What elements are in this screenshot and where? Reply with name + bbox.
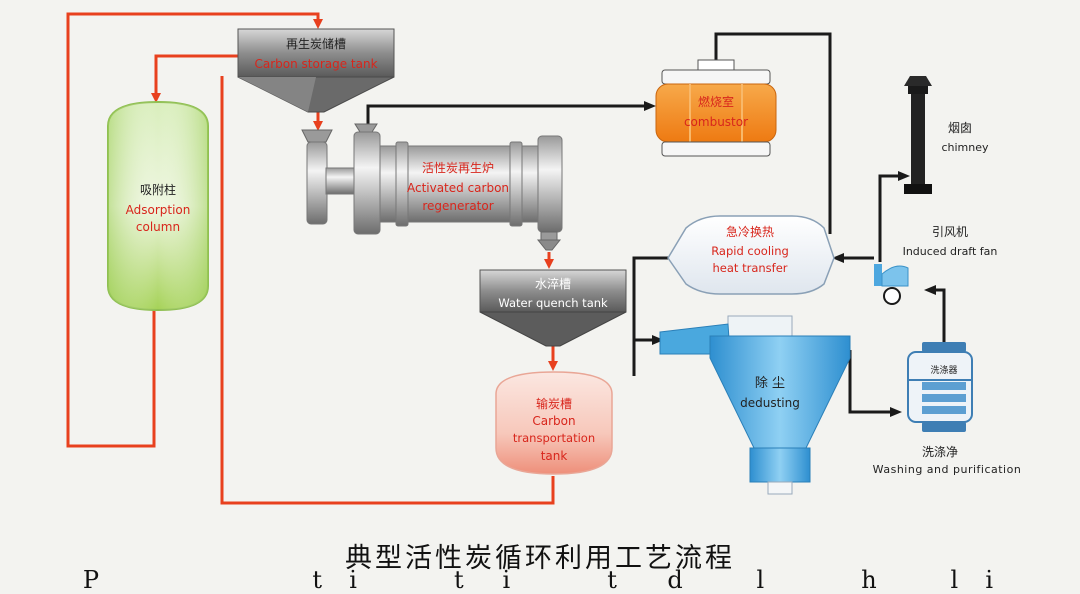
water-quench-tank — [479, 269, 627, 347]
carbon-transport-tank-en-3: tank — [540, 449, 568, 463]
regenerator — [301, 123, 563, 251]
regenerator-en-2: regenerator — [422, 199, 494, 213]
carbon-storage-tank-zh: 再生炭储槽 — [285, 37, 346, 51]
carbon-transport-tank — [495, 371, 613, 475]
dedusting-zh: 除 尘 — [754, 376, 786, 391]
combustor-en: combustor — [683, 115, 749, 129]
carbon-transport-tank-en-2: transportation — [512, 431, 596, 445]
carbon-transport-tank-zh: 输炭槽 — [535, 397, 572, 411]
carbon-transport-tank-en-1: Carbon — [532, 414, 576, 428]
arrow-fan-to-chimney — [878, 171, 910, 262]
regenerator-en-1: Activated carbon — [406, 181, 510, 195]
arrow-storage-to-column — [151, 54, 238, 103]
adsorption-column-zh: 吸附柱 — [139, 183, 176, 197]
washer-zh: 洗涤净 — [921, 445, 958, 459]
rapid-cooling-zh: 急冷换热 — [725, 225, 774, 239]
induced-draft-fan — [874, 264, 909, 305]
rapid-cooling-en-1: Rapid cooling — [711, 244, 789, 258]
arrow-washer-to-fan — [924, 285, 946, 346]
water-quench-tank-en: Water quench tank — [498, 296, 608, 310]
rapid-cooling-en-2: heat transfer — [712, 261, 788, 275]
adsorption-column-en-2: column — [135, 220, 181, 234]
dedusting-en: dedusting — [740, 396, 800, 410]
carbon-storage-tank — [237, 28, 395, 113]
arrow-transport-return — [220, 76, 555, 505]
adsorption-column-en-1: Adsorption — [125, 203, 191, 217]
draft-fan-en: Induced draft fan — [902, 245, 998, 258]
adsorption-column — [107, 100, 209, 312]
dedusting-unit — [659, 315, 851, 495]
line-cooling-to-bus — [632, 256, 668, 376]
arrow-regenerator-to-combustor — [366, 101, 656, 124]
chimney-zh: 烟囱 — [947, 121, 972, 135]
chimney-en: chimney — [941, 141, 989, 154]
diagram-caption-en: P t i t i t d l h l i — [82, 566, 998, 594]
combustor-zh: 燃烧室 — [697, 95, 734, 109]
regenerator-zh: 活性炭再生炉 — [421, 161, 494, 175]
chimney — [904, 76, 932, 194]
washer-unit — [907, 342, 973, 432]
diagram-caption-zh: 典型活性炭循环利用工艺流程 — [345, 543, 735, 574]
line-combustor-top-loop — [714, 32, 832, 234]
rapid-cooling-unit — [667, 215, 835, 295]
draft-fan-zh: 引风机 — [931, 225, 968, 239]
combustor — [655, 59, 777, 157]
arrow-dedusting-to-washer — [848, 350, 902, 417]
process-flow-diagram: 再生炭储槽 Carbon storage tank 吸附柱 Adsorption… — [66, 12, 1022, 594]
washer-en: Washing and purification — [872, 463, 1022, 476]
water-quench-tank-zh: 水淬槽 — [534, 277, 571, 291]
arrow-loop-to-storage — [66, 12, 323, 448]
carbon-storage-tank-en: Carbon storage tank — [254, 57, 378, 71]
washer-plate: 洗涤器 — [930, 366, 958, 376]
diagram-canvas — [66, 12, 973, 505]
